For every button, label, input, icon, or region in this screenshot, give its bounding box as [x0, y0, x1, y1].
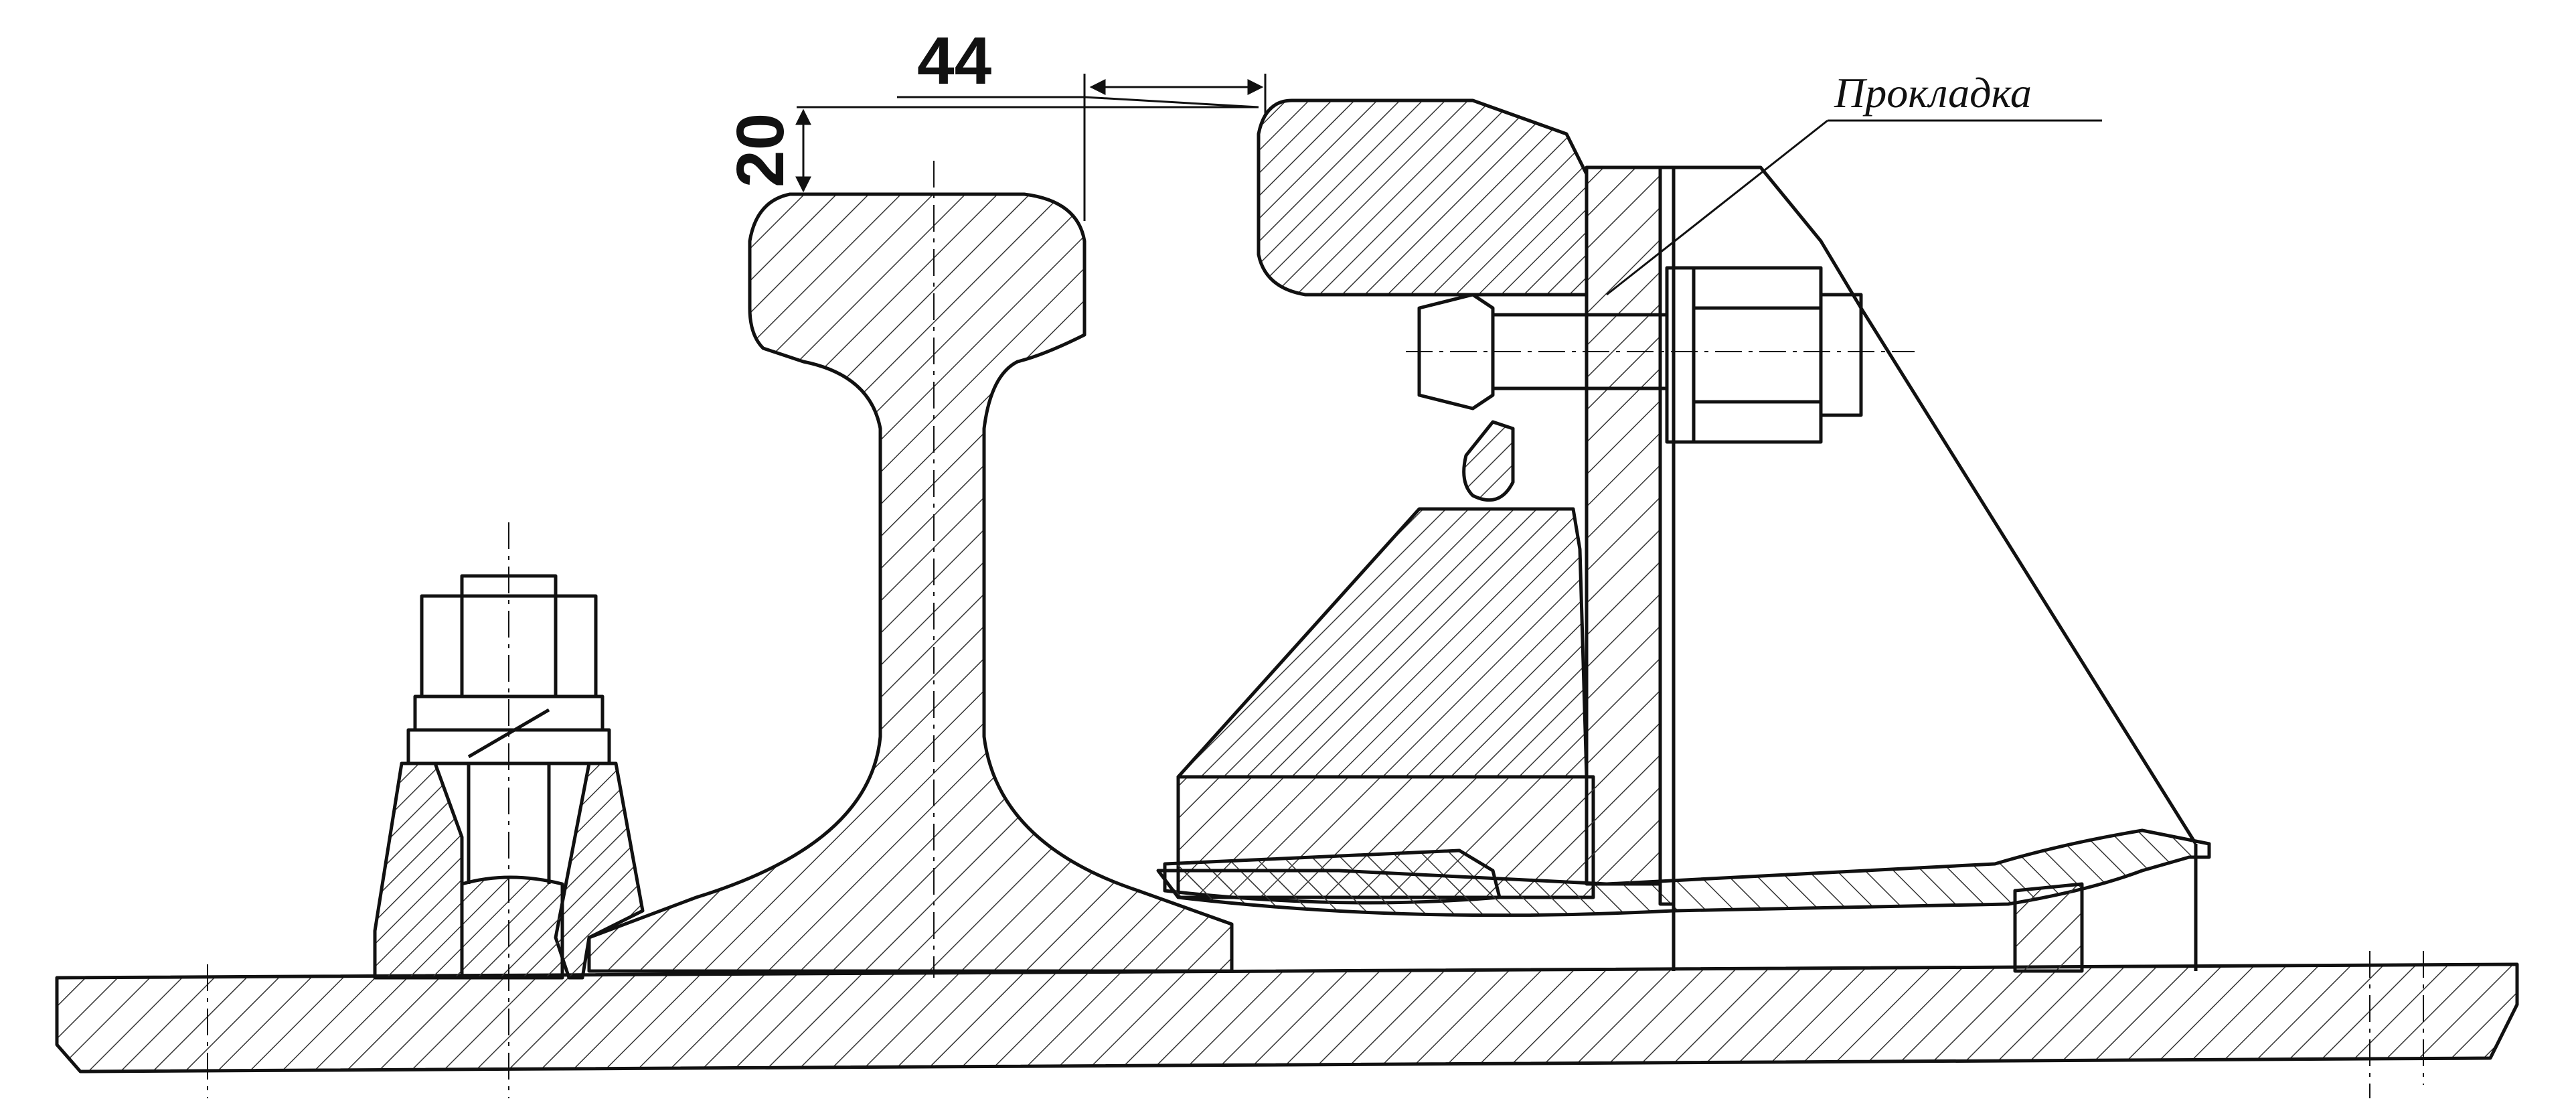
clamp-wedge-upper	[1176, 507, 1589, 779]
right-washer	[1665, 266, 1696, 444]
base-plate	[55, 962, 2519, 1074]
right-bolt-tip	[1417, 293, 1495, 411]
gasket-label: Прокладка	[1834, 69, 2032, 117]
left-clamp-left	[373, 761, 464, 980]
dim-44-label: 44	[917, 23, 992, 98]
top-clamp-block	[1257, 98, 1589, 297]
right-nut	[1692, 266, 1823, 444]
right-support-post	[2013, 882, 2084, 973]
triangular-bracket	[1674, 165, 2198, 845]
gasket-leader	[1606, 119, 1828, 296]
support-plate-outline	[1658, 165, 1676, 906]
right-bolt-hook	[1462, 420, 1515, 502]
rail-section	[587, 192, 1234, 973]
vertical-support-plate	[1585, 165, 1662, 886]
dim-20-label: 20	[723, 113, 798, 188]
right-bolt-end	[1819, 293, 1863, 417]
left-clamp-saddle	[460, 875, 564, 980]
